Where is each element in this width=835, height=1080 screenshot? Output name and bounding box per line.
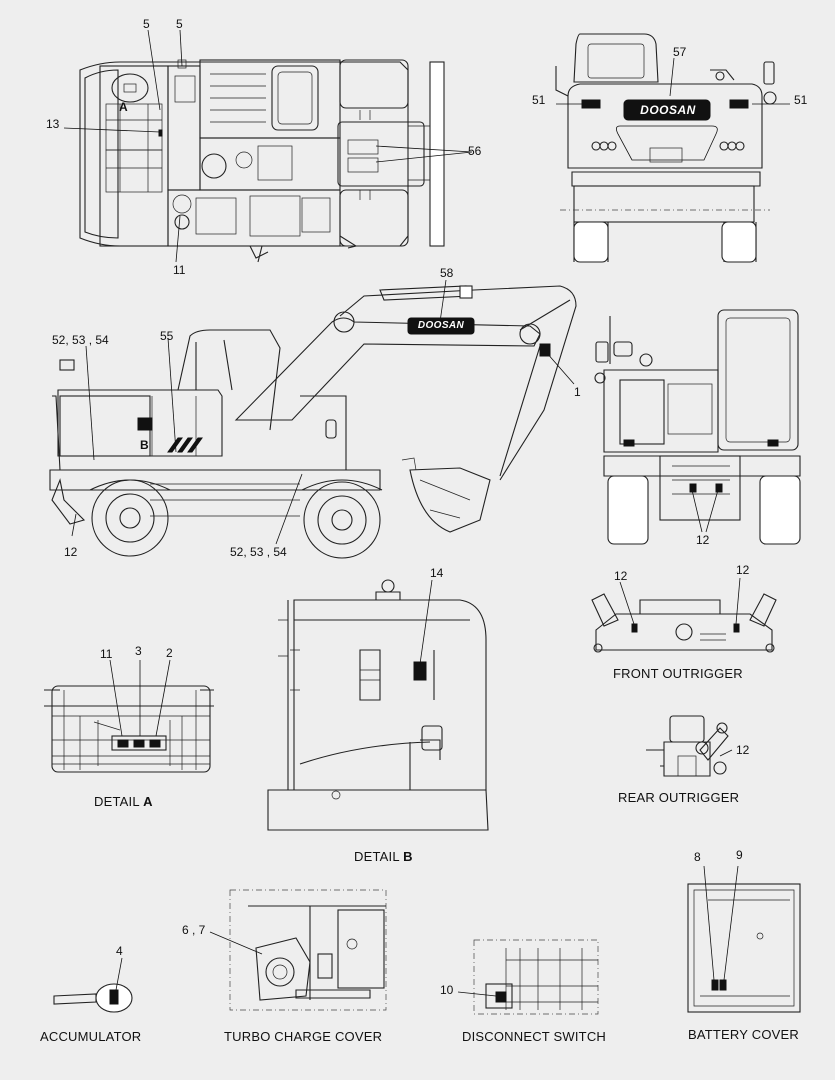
- rear-view-drawing: [594, 309, 801, 545]
- callout-3: 3: [135, 644, 142, 658]
- callout-6-7: 6 , 7: [182, 923, 206, 937]
- callout-12-front-outrigger-left: 12: [614, 569, 628, 583]
- callout-9: 9: [736, 848, 743, 862]
- caption-detail-a: DETAIL A: [94, 795, 153, 809]
- callout-56: 56: [468, 144, 482, 158]
- doosan-logo-boom: DOOSAN: [417, 320, 465, 331]
- disconnect-switch-drawing: [473, 939, 599, 1015]
- doosan-logo-front: DOOSAN: [640, 103, 696, 117]
- caption-detail-b: DETAIL B: [354, 850, 413, 864]
- turbo-charge-cover-drawing: [229, 889, 387, 1011]
- callout-51-left: 51: [532, 93, 546, 107]
- detail-b-drawing: [267, 579, 489, 831]
- callout-2: 2: [166, 646, 173, 660]
- battery-cover-drawing: [687, 883, 801, 1013]
- callout-12-rear-outrigger: 12: [736, 743, 750, 757]
- callout-5-left: 5: [143, 17, 150, 31]
- caption-front-outrigger: FRONT OUTRIGGER: [613, 666, 743, 681]
- top-view-drawing: [79, 59, 445, 263]
- front-view-drawing: [555, 33, 777, 263]
- callout-11-detail-a: 11: [100, 647, 113, 661]
- callout-52-53-54-bottom: 52, 53 , 54: [230, 545, 287, 559]
- callout-a-marker: A: [119, 100, 128, 114]
- callout-57: 57: [673, 45, 687, 59]
- callout-1: 1: [574, 385, 581, 399]
- front-outrigger-drawing: [591, 593, 777, 653]
- detail-a-drawing: [44, 685, 214, 773]
- caption-detail-a-letter: A: [143, 794, 153, 809]
- callout-55: 55: [160, 329, 174, 343]
- caption-accumulator: ACCUMULATOR: [40, 1029, 142, 1044]
- callout-13: 13: [46, 117, 60, 131]
- callout-52-53-54-top: 52, 53 , 54: [52, 333, 109, 347]
- callout-b-marker: B: [140, 438, 149, 452]
- callout-12-side: 12: [64, 545, 78, 559]
- leader-lines: [63, 29, 790, 997]
- callout-12-rear: 12: [696, 533, 710, 547]
- caption-rear-outrigger: REAR OUTRIGGER: [618, 790, 740, 805]
- caption-detail-a-prefix: DETAIL: [94, 794, 140, 809]
- callout-11-top: 11: [173, 263, 186, 277]
- caption-turbo-charge-cover: TURBO CHARGE COVER: [224, 1029, 383, 1044]
- callout-4: 4: [116, 944, 123, 958]
- caption-detail-b-letter: B: [403, 849, 413, 864]
- callout-14: 14: [430, 566, 444, 580]
- rear-outrigger-drawing: [646, 715, 729, 777]
- callout-10: 10: [440, 983, 454, 997]
- callout-8: 8: [694, 850, 701, 864]
- accumulator-drawing: [53, 983, 133, 1013]
- callout-51-right: 51: [794, 93, 808, 107]
- caption-detail-b-prefix: DETAIL: [354, 849, 400, 864]
- caption-disconnect-switch: DISCONNECT SWITCH: [462, 1029, 606, 1044]
- side-view-drawing: [49, 285, 577, 559]
- caption-battery-cover: BATTERY COVER: [688, 1027, 799, 1042]
- callout-58: 58: [440, 266, 454, 280]
- callout-5-right: 5: [176, 17, 183, 31]
- callout-12-front-outrigger-right: 12: [736, 563, 750, 577]
